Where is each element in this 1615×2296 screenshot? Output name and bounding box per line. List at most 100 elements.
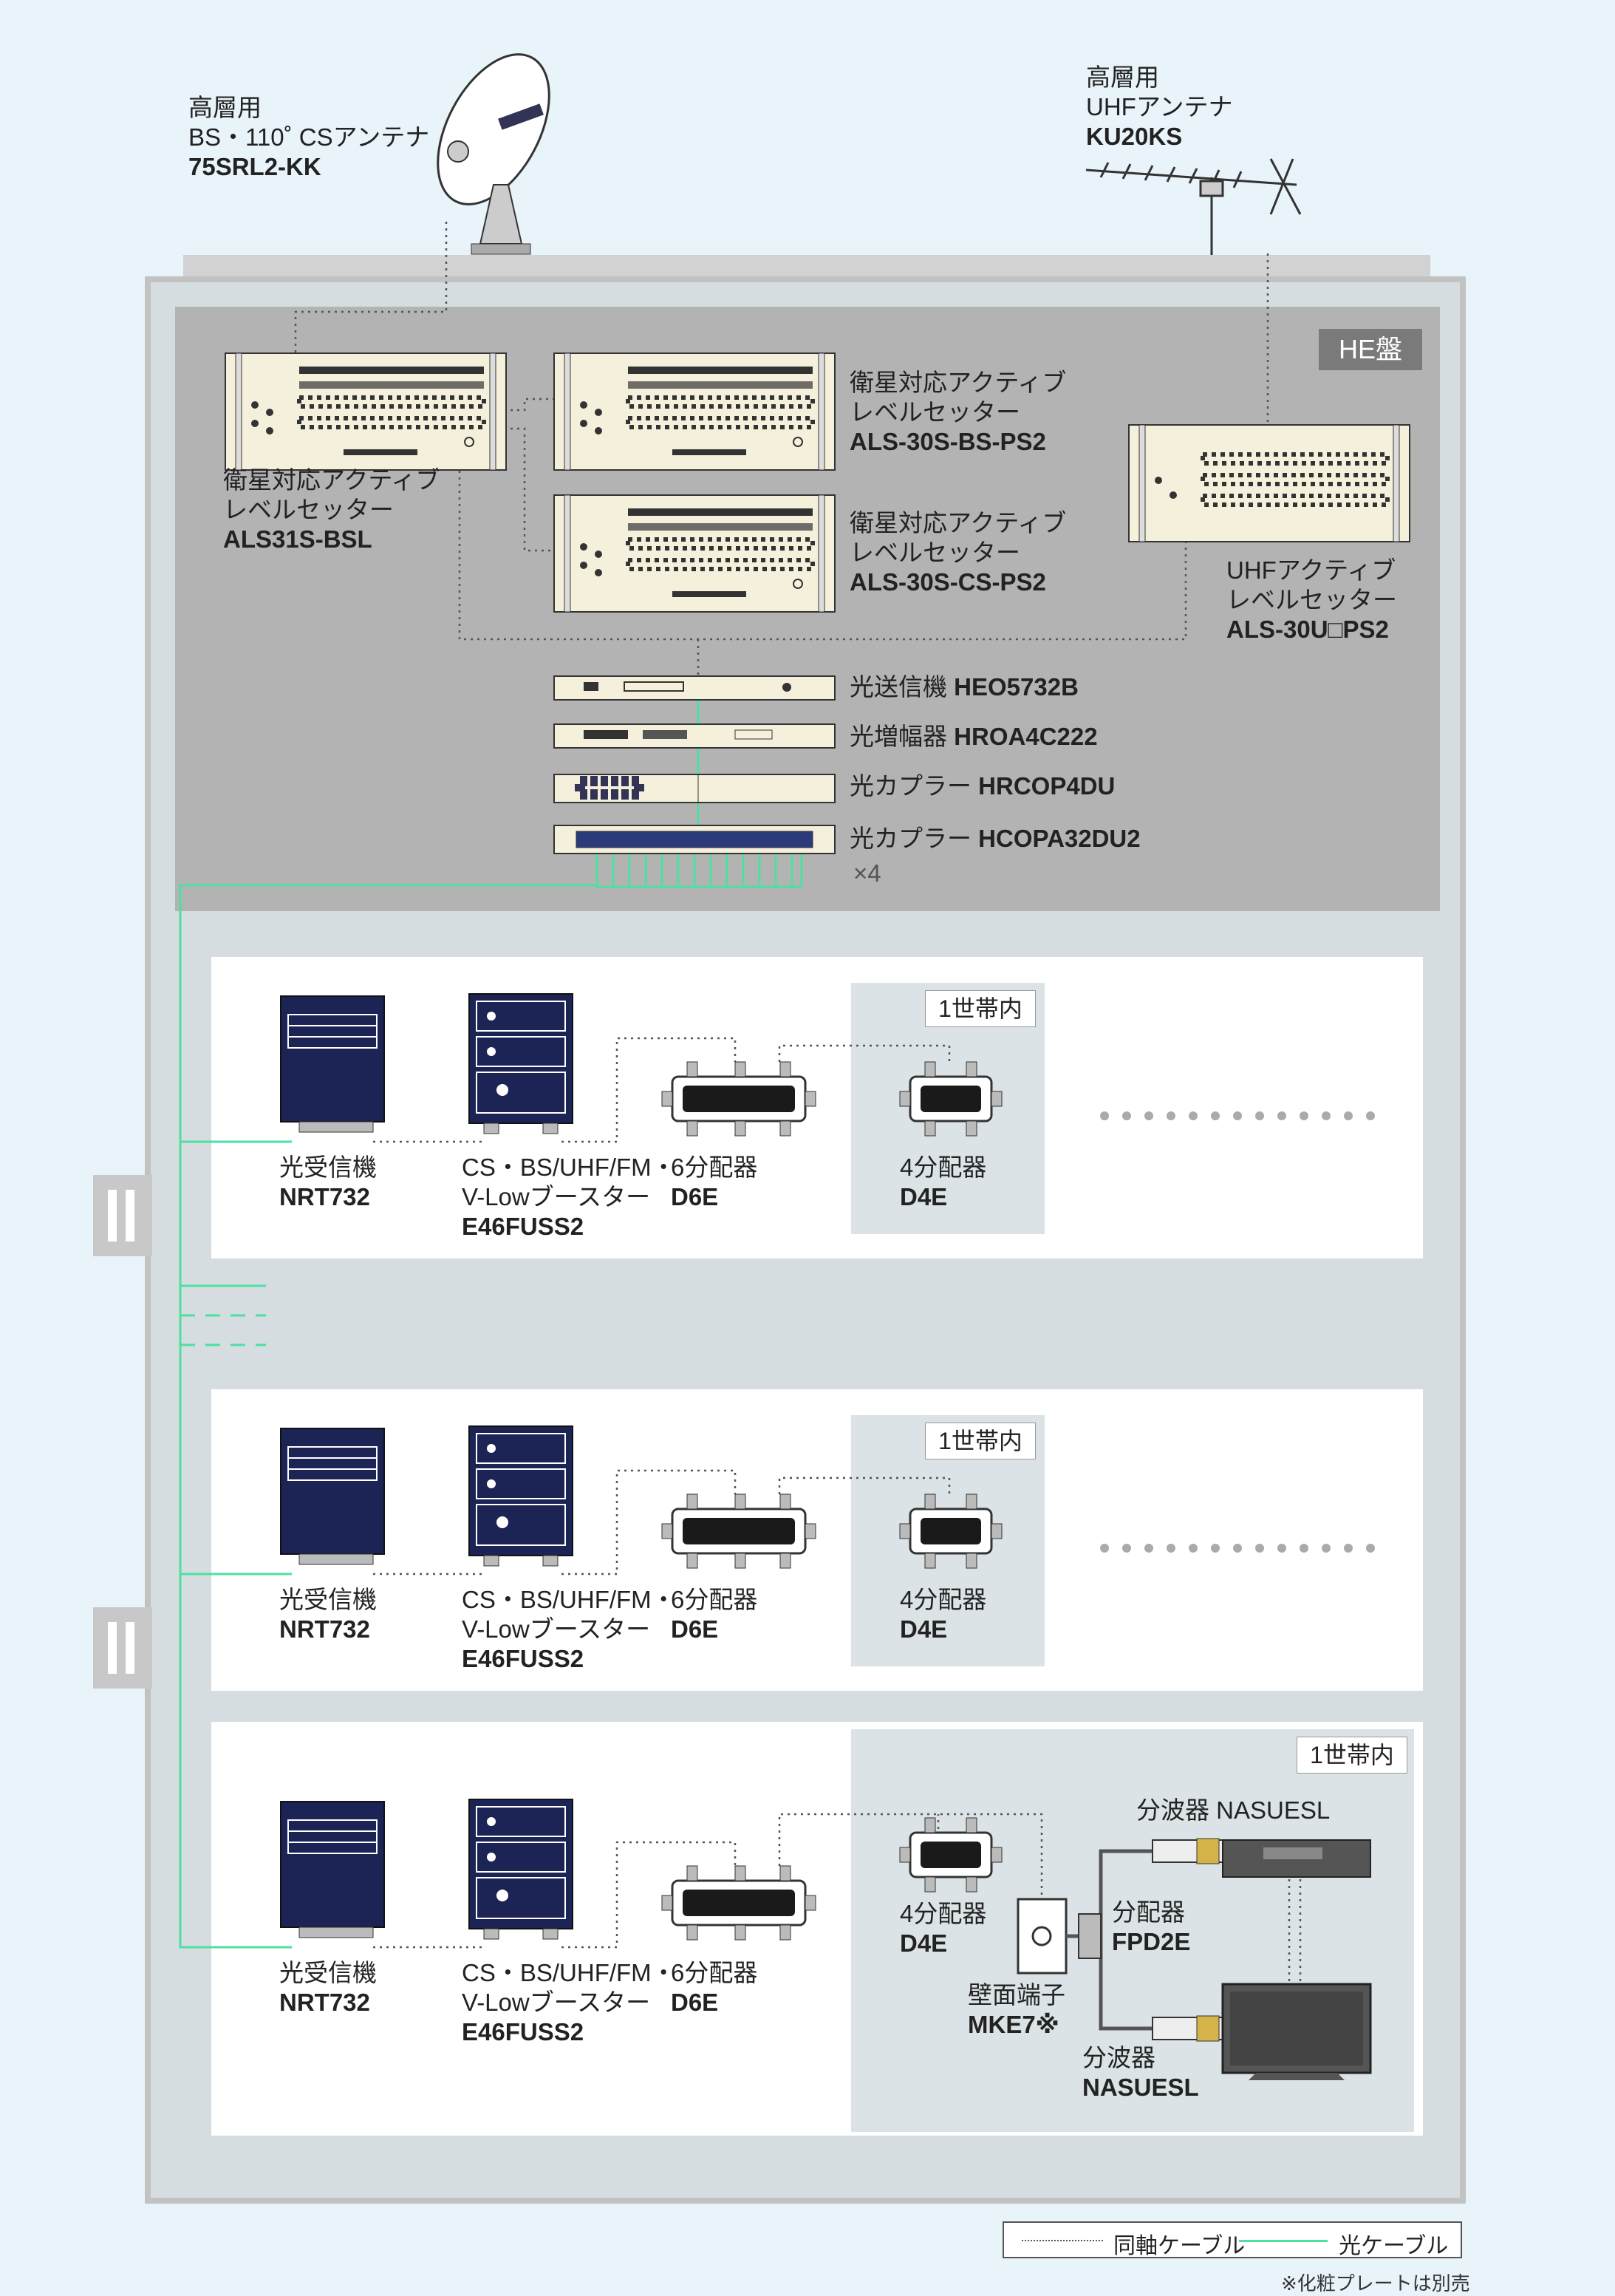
splitter6-model: D6E <box>671 1615 719 1643</box>
als30s-bs-label: 衛星対応アクティブ レベルセッター ALS-30S-BS-PS2 <box>850 368 1066 457</box>
stair-left-2 <box>93 1607 152 1689</box>
splitter6-name: 6分配器 <box>671 1586 758 1613</box>
bs-antenna-line1: 高層用 <box>188 94 262 121</box>
wall-outlet-model: MKE7※ <box>968 2011 1059 2038</box>
als30u-line1: UHFアクティブ <box>1226 556 1396 584</box>
als31s-bsl-unit <box>225 353 506 470</box>
legend-optical-swatch <box>1239 2240 1328 2242</box>
demux-bottom <box>1152 2015 1223 2042</box>
floor-1-panel <box>211 957 1423 1258</box>
booster-label-floor-1: CS・BS/UHF/FM・V-Lowブースター E46FUSS2 <box>462 1153 676 1241</box>
divider-name: 分配器 <box>1112 1898 1185 1926</box>
als31s-line1: 衛星対応アクティブ <box>223 466 440 494</box>
divider-model: FPD2E <box>1112 1928 1191 1955</box>
booster-model: E46FUSS2 <box>462 2018 584 2045</box>
demux-bottom-label: 分波器 NASUESL <box>1082 2043 1199 2102</box>
coupler-quantity: ×4 <box>853 859 881 887</box>
demux-bottom-name: 分波器 <box>1082 2044 1155 2071</box>
receiver-floor-2 <box>280 1428 385 1565</box>
legend-coax-swatch <box>1022 2240 1103 2241</box>
legend-optical-label: 光ケーブル <box>1339 2234 1449 2258</box>
uhf-antenna <box>1085 158 1302 255</box>
optical-dashed <box>180 1314 266 1346</box>
more-units-dots <box>1100 1111 1375 1553</box>
als30s-cs-line1: 衛星対応アクティブ <box>850 509 1067 536</box>
als30u-model: ALS-30U□PS2 <box>1226 616 1389 643</box>
splitter4-name: 4分配器 <box>900 1586 987 1613</box>
als30s-bs-unit <box>554 353 835 470</box>
booster-floor-3 <box>468 1799 573 1940</box>
receiver-name: 光受信機 <box>279 1959 377 1986</box>
als31s-label: 衛星対応アクティブ レベルセッター ALS31S-BSL <box>223 466 440 554</box>
als30u-line2: レベルセッター <box>1226 586 1397 613</box>
bs-antenna <box>437 53 550 255</box>
booster-line2: V-Lowブースター <box>462 1183 651 1210</box>
splitter4-model: D4E <box>900 1183 948 1210</box>
receiver-floor-3 <box>280 1801 385 1938</box>
legend: 同軸ケーブル 光ケーブル <box>1003 2221 1462 2258</box>
receiver-name: 光受信機 <box>279 1154 377 1181</box>
als30s-cs-unit <box>554 495 835 612</box>
receiver-floor-1 <box>280 995 385 1133</box>
recorder-device <box>1222 1839 1371 1878</box>
optical-coupler-32-name: 光カプラー <box>850 825 972 852</box>
splitter4-model: D4E <box>900 1615 948 1643</box>
bs-antenna-model: 75SRL2-KK <box>188 153 321 180</box>
optical-amplifier-model: HROA4C222 <box>954 723 1098 750</box>
tv-set <box>1221 1983 1372 2080</box>
uhf-antenna-line2: UHFアンテナ <box>1086 93 1233 120</box>
booster-floor-2 <box>468 1425 573 1567</box>
optical-coupler-4-name: 光カプラー <box>850 772 972 800</box>
floor-2-panel <box>211 1389 1423 1691</box>
als31s-model: ALS31S-BSL <box>223 525 372 553</box>
booster-line1: CS・BS/UHF/FM・ <box>462 1586 676 1613</box>
uhf-antenna-model: KU20KS <box>1086 123 1183 150</box>
splitter6-model: D6E <box>671 1989 719 2016</box>
receiver-model: NRT732 <box>279 1183 370 1210</box>
unit-badge-floor-1: 1世帯内 <box>925 990 1036 1027</box>
receiver-model: NRT732 <box>279 1615 370 1643</box>
booster-line2: V-Lowブースター <box>462 1615 651 1643</box>
booster-model: E46FUSS2 <box>462 1213 584 1240</box>
splitter4-name: 4分配器 <box>900 1900 987 1927</box>
als30s-cs-label: 衛星対応アクティブ レベルセッター ALS-30S-CS-PS2 <box>850 508 1066 597</box>
unit-badge-floor-3: 1世帯内 <box>1297 1737 1407 1774</box>
als30s-cs-model: ALS-30S-CS-PS2 <box>850 568 1046 596</box>
divider-fpd2e <box>1066 1849 1153 2031</box>
optical-transmitter-label: 光送信機 HEO5732B <box>850 672 1079 702</box>
optical-coupler-32-label: 光カプラー HCOPA32DU2 <box>850 824 1141 854</box>
footnote: ※化粧プレートは別売 <box>1281 2272 1470 2295</box>
optical-coupler-4-label: 光カプラー HRCOP4DU <box>850 771 1115 801</box>
stair-left-1 <box>93 1175 152 1256</box>
optical-amplifier-name: 光増幅器 <box>850 723 947 750</box>
coax-cables <box>294 222 1302 1995</box>
he-panel-badge: HE盤 <box>1319 329 1422 370</box>
receiver-model: NRT732 <box>279 1989 370 2016</box>
uhf-antenna-line1: 高層用 <box>1086 64 1159 91</box>
receiver-label-floor-3: 光受信機 NRT732 <box>279 1958 377 2017</box>
optical-amplifier-label: 光増幅器 HROA4C222 <box>850 722 1098 752</box>
optical-cables <box>179 687 803 1949</box>
demux-top-label: 分波器 NASUESL <box>1136 1796 1331 1824</box>
wall-outlet <box>1017 1898 1068 1975</box>
optical-coupler-4-unit <box>553 774 836 803</box>
splitter4-name: 4分配器 <box>900 1154 987 1181</box>
als31s-line2: レベルセッター <box>223 496 394 523</box>
booster-line2: V-Lowブースター <box>462 1989 651 2016</box>
optical-transmitter-unit <box>553 675 836 701</box>
demux-bottom-model: NASUESL <box>1082 2074 1199 2101</box>
unit-badge-floor-2: 1世帯内 <box>925 1423 1036 1459</box>
optical-transmitter-name: 光送信機 <box>850 673 947 701</box>
optical-coupler-4-model: HRCOP4DU <box>978 772 1116 800</box>
legend-coax-label: 同軸ケーブル <box>1113 2234 1246 2258</box>
booster-line1: CS・BS/UHF/FM・ <box>462 1154 676 1181</box>
splitter6-model: D6E <box>671 1183 719 1210</box>
